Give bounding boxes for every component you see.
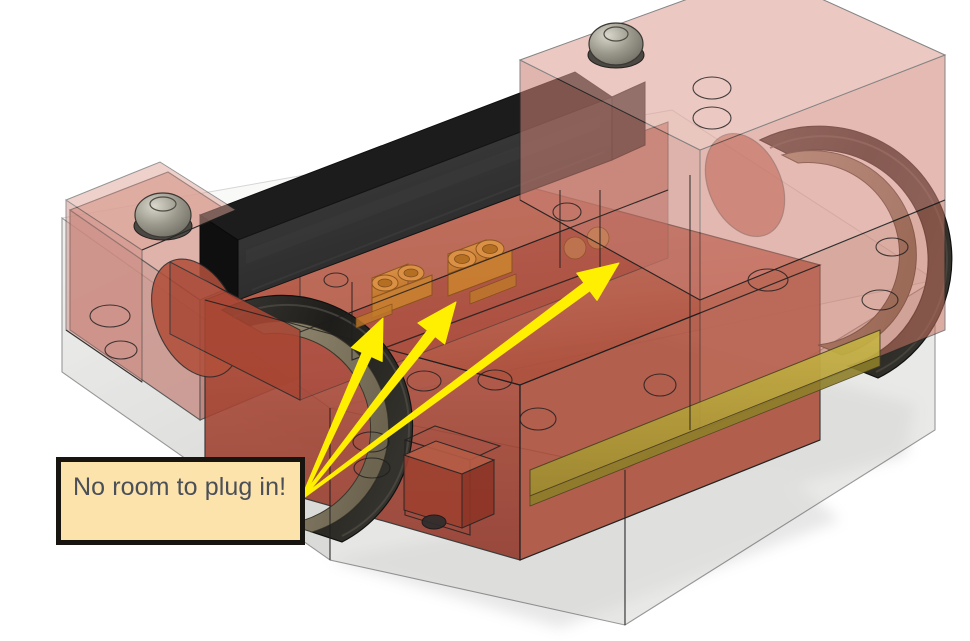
callout-text: No room to plug in! [73, 473, 287, 501]
black-battery-pack [198, 71, 646, 301]
dome-button-right [587, 22, 645, 69]
callout-box[interactable]: No room to plug in! [56, 457, 305, 545]
dome-button-left [133, 192, 193, 241]
